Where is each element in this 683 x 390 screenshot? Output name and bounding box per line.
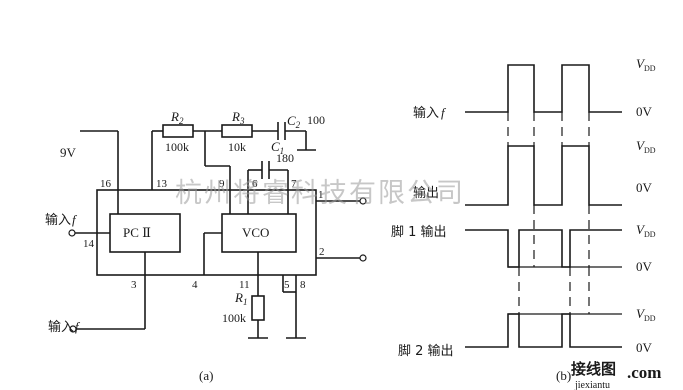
company-watermark: 杭州将睿科技有限公司 <box>175 178 465 209</box>
waveform-output <box>465 145 622 206</box>
pin-2-label: 2 <box>319 246 325 258</box>
input-f-label-bottom: 输入f <box>48 319 81 335</box>
pin1-terminal <box>359 197 367 205</box>
c1-value: 180 <box>276 151 294 165</box>
site-logo-en: jiexiantu <box>574 380 610 390</box>
pin-11-label: 11 <box>239 279 250 291</box>
r1-value: 100k <box>222 311 246 325</box>
c2-value: 100 <box>307 113 325 127</box>
pin2-terminal <box>359 254 367 262</box>
supply-9v-label: 9V <box>60 145 77 160</box>
vdd-label-row2: VDD <box>636 138 656 155</box>
pc2-label: PC Ⅱ <box>123 225 151 240</box>
input-f-terminal-top <box>68 229 76 237</box>
pin-8-label: 8 <box>300 279 306 291</box>
pin-4-label: 4 <box>192 279 198 291</box>
site-logo-cn: 接线图 <box>571 360 616 378</box>
waveform-pin1 <box>465 229 622 268</box>
vdd-label-row1: VDD <box>636 56 656 73</box>
vdd-label-row4: VDD <box>636 306 656 323</box>
r2-value: 100k <box>165 140 189 154</box>
zero-label-row1: 0V <box>636 104 653 119</box>
pin-6-label: 6 <box>252 178 258 190</box>
row3-label: 脚 1 输出 <box>391 224 447 240</box>
zero-label-row3: 0V <box>636 259 653 274</box>
waveform-pin2 <box>465 313 622 348</box>
waveform-input-f <box>465 64 622 113</box>
r2-label: R2 <box>170 109 184 126</box>
pin-5-label: 5 <box>284 279 290 291</box>
resistor-r2 <box>162 124 194 138</box>
c2-label: C2 <box>287 113 301 130</box>
pin-9-label: 9 <box>219 178 225 190</box>
vco-label: VCO <box>242 225 269 240</box>
resistor-r1 <box>251 295 265 321</box>
r3-value: 10k <box>228 140 246 154</box>
caption-a: (a) <box>199 368 213 383</box>
input-f-label-top: 输入f <box>45 212 78 228</box>
zero-label-row4: 0V <box>636 340 653 355</box>
pin-1-label: 1 <box>318 189 324 201</box>
vdd-label-row3: VDD <box>636 222 656 239</box>
input-f-terminal-bottom <box>69 325 77 333</box>
pin-13-label: 13 <box>156 178 168 190</box>
row4-label: 脚 2 输出 <box>398 343 454 359</box>
caption-b: (b) <box>556 368 571 383</box>
zero-label-row2: 0V <box>636 180 653 195</box>
site-logo-dotcom: .com <box>627 363 661 382</box>
pin-3-label: 3 <box>131 279 137 291</box>
pin-7-label: 7 <box>291 178 297 190</box>
pin-16-label: 16 <box>100 178 112 190</box>
resistor-r3 <box>221 124 253 138</box>
c1-label: C1 <box>271 139 284 156</box>
row2-label: 输出 <box>413 185 439 201</box>
r3-label: R3 <box>231 109 245 126</box>
pin-14-label: 14 <box>83 238 95 250</box>
site-logo: 接线图 .com jiexiantu <box>571 360 661 390</box>
r1-label: R1 <box>234 290 247 307</box>
circuit-schematic: 9V R2 100k R3 10k C2 100 C1 180 R1 100k … <box>45 109 367 383</box>
